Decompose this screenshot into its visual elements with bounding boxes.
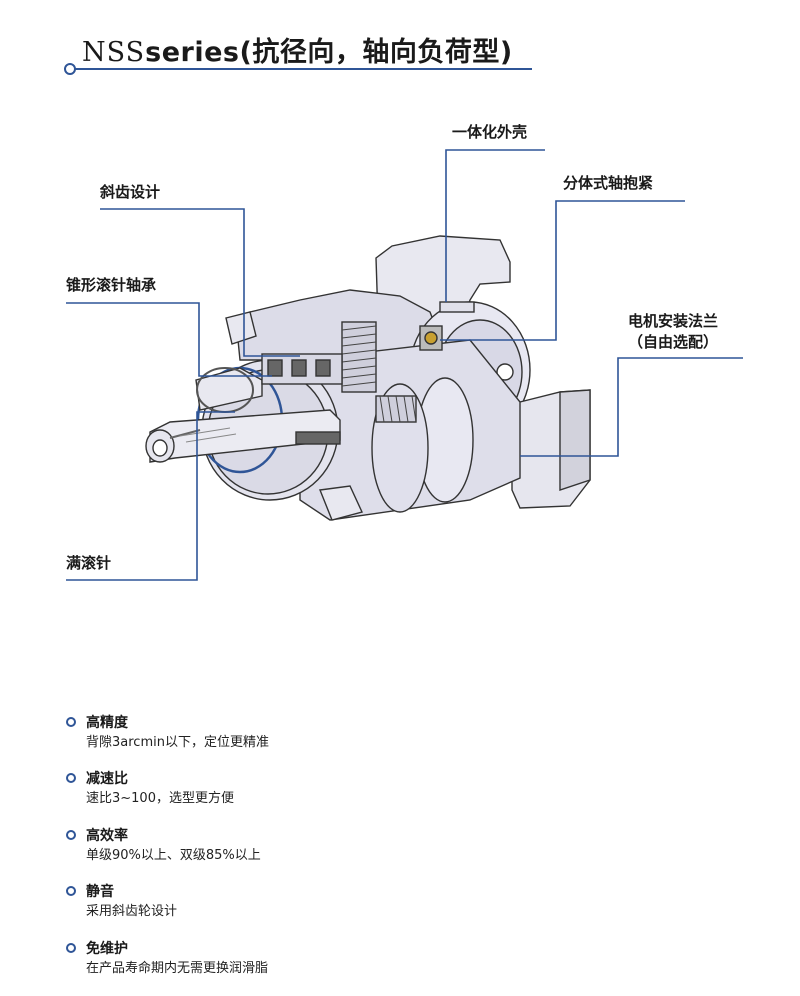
feature-desc: 采用斜齿轮设计 [86, 904, 178, 919]
callout-helical: 斜齿设计 [100, 183, 161, 201]
callout-taper-bearing: 锥形滚针轴承 [66, 276, 157, 294]
leader-housing [445, 149, 545, 302]
leader-lines [66, 149, 743, 581]
callout-flange: 电机安装法兰 （自由选配） [628, 310, 718, 352]
feature-desc: 在产品寿命期内无需更换润滑脂 [86, 961, 269, 976]
gearbox-cutaway-diagram [66, 149, 743, 581]
bullet-icon [66, 830, 76, 840]
leader-split-clamp [440, 200, 685, 341]
bullet-icon [66, 773, 76, 783]
feature-desc: 单级90%以上、双级85%以上 [86, 848, 261, 863]
leader-helical [100, 208, 300, 357]
title-underline [70, 68, 532, 70]
leader-taper-bearing [66, 302, 272, 377]
title-bullet-icon [64, 63, 76, 75]
page-title: NSSseries(抗径向，轴向负荷型) [82, 30, 513, 69]
feature-desc: 背隙3arcmin以下，定位更精准 [86, 735, 269, 750]
title-model: NSS [82, 37, 146, 68]
feature-title: 免维护 [86, 941, 128, 957]
feature-title: 静音 [86, 884, 114, 900]
leader-flange [520, 357, 743, 457]
bullet-icon [66, 886, 76, 896]
callout-flange-line1: 电机安装法兰 [628, 312, 719, 330]
feature-title: 高精度 [86, 715, 128, 731]
leader-full-needle [66, 411, 235, 581]
feature-title: 高效率 [86, 828, 128, 844]
title-desc: (抗径向，轴向负荷型) [239, 37, 513, 68]
gearbox-drawing [145, 235, 591, 521]
callout-housing: 一体化外壳 [452, 123, 528, 141]
callout-split-clamp: 分体式轴抱紧 [563, 174, 654, 192]
bullet-icon [66, 717, 76, 727]
feature-desc: 速比3~100，选型更方便 [86, 791, 234, 806]
bullet-icon [66, 943, 76, 953]
callout-flange-line2: （自由选配） [628, 333, 719, 351]
title-series: series [145, 37, 240, 68]
callout-full-needle: 满滚针 [66, 554, 112, 572]
feature-title: 减速比 [86, 771, 128, 787]
